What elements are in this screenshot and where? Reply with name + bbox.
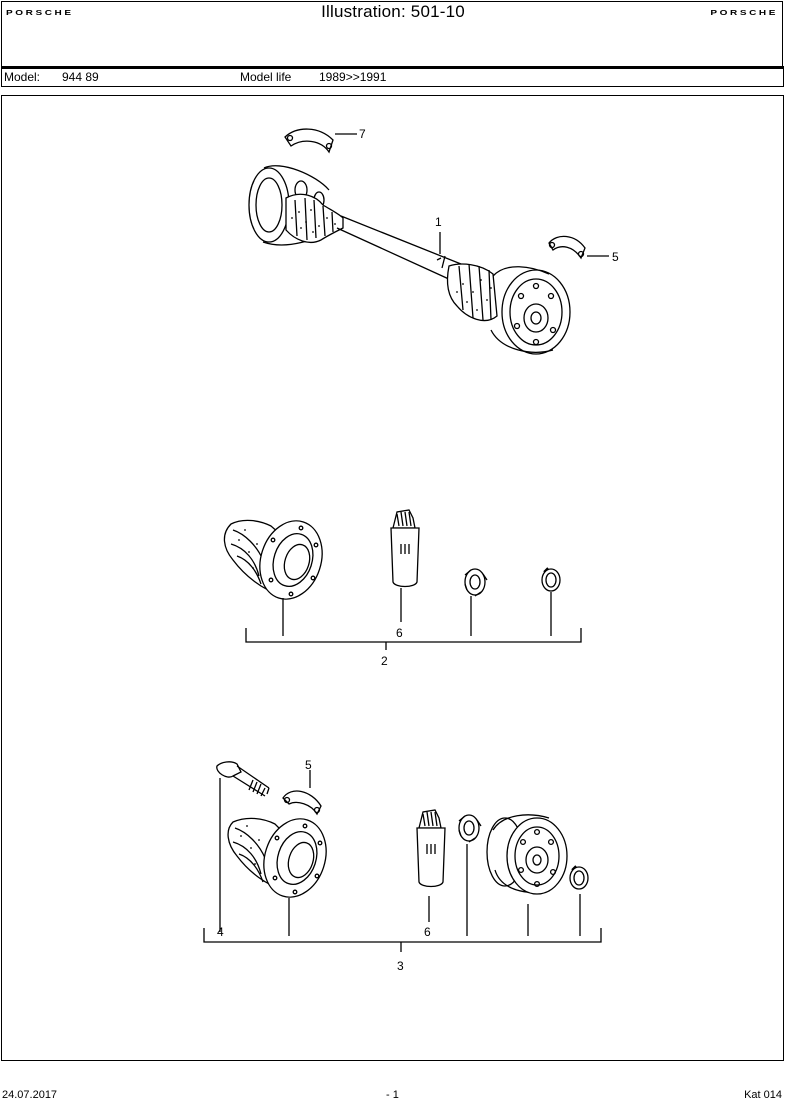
callout-6-bottom: 6 (424, 925, 431, 939)
callout-7: 7 (359, 127, 366, 141)
callout-5-top: 5 (612, 250, 619, 264)
callout-4: 4 (217, 925, 224, 939)
model-life-label: Model life (240, 70, 292, 84)
brand-logo-left: PORSCHE (6, 9, 74, 18)
illustration-frame: 7 1 5 6 2 5 4 6 3 (1, 95, 784, 1061)
clamp-plate-5-top (548, 235, 609, 260)
header-box (1, 1, 783, 67)
footer-date: 24.07.2017 (2, 1089, 58, 1101)
page-title: Illustration: 501-10 (321, 2, 465, 21)
clamp-plate-7 (284, 128, 357, 154)
model-life-value: 1989>>1991 (319, 70, 387, 84)
model-label: Model: (4, 70, 41, 84)
callout-1: 1 (435, 215, 442, 229)
model-value: 944 89 (62, 70, 99, 84)
boot-kit-2 (223, 509, 582, 650)
brand-logo-right: PORSCHE (710, 9, 778, 18)
callout-5-bottom: 5 (305, 758, 312, 772)
model-bar (1, 69, 784, 87)
header-rule (1, 66, 784, 69)
callout-3: 3 (397, 959, 404, 973)
boot-kit-3 (203, 761, 602, 952)
footer-page: - 1 (386, 1089, 399, 1101)
drive-shaft-assembly (248, 165, 571, 355)
parts-illustration: 7 1 5 6 2 5 4 6 3 (203, 127, 619, 973)
callout-2: 2 (381, 654, 388, 668)
footer-catalog: Kat 014 (744, 1089, 782, 1101)
callout-6-middle: 6 (396, 626, 403, 640)
